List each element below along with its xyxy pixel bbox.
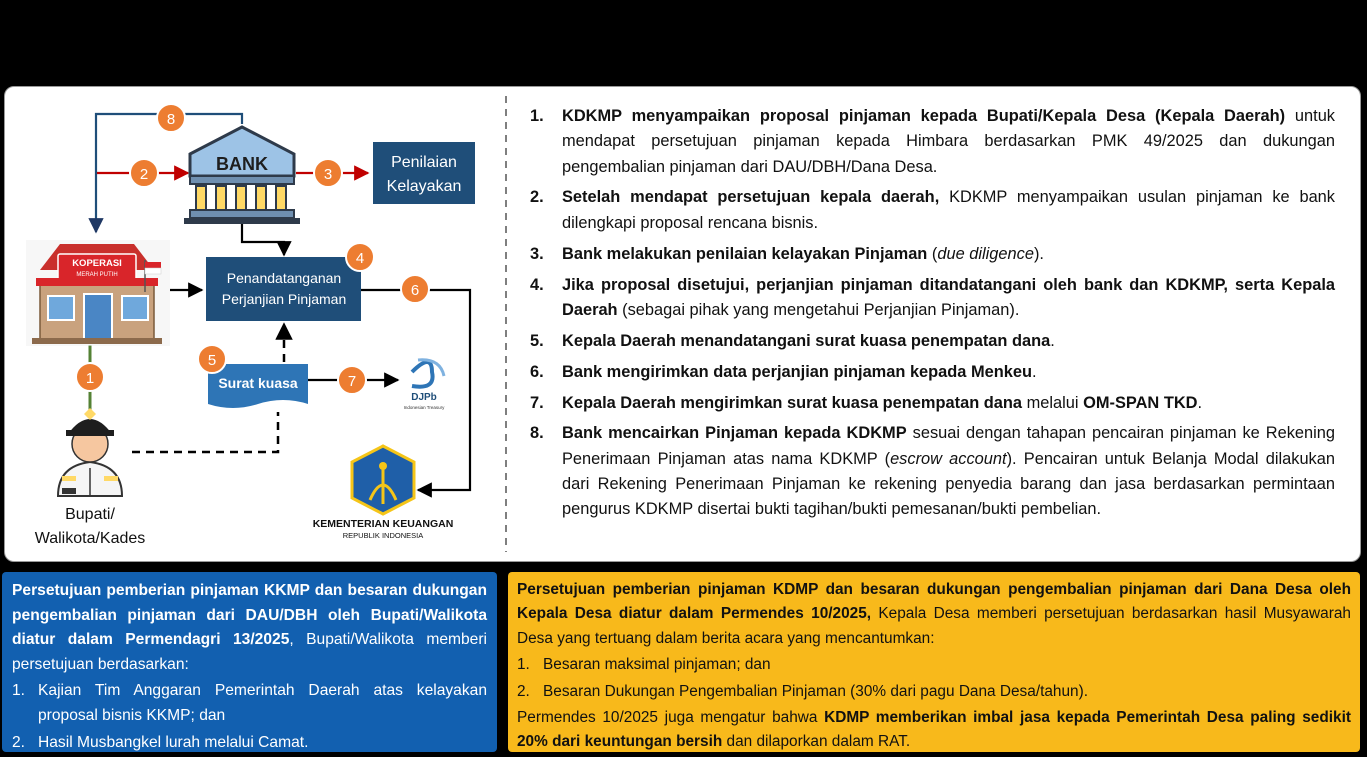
arrow-bank-perjanjian <box>240 224 292 257</box>
djpb-label: DJPb <box>411 392 437 403</box>
permendes-paragraph: Persetujuan pemberian pinjaman KDMP dan … <box>517 581 1351 647</box>
djpb-logo-icon <box>410 358 446 389</box>
badge-7-circle <box>337 365 367 395</box>
permendagri-list: 1.Kajian Tim Anggaran Pemerintah Daerah … <box>12 679 487 755</box>
bupati-avatar-icon <box>56 408 124 497</box>
surat-kuasa-label: Surat kuasa <box>218 375 298 391</box>
penilaian-line1: Penilaian <box>391 154 457 171</box>
penilaian-box <box>373 142 475 204</box>
step-1: 1.KDKMP menyampaikan proposal pinjaman k… <box>530 107 1336 176</box>
kemenkeu-line2: REPUBLIK INDONESIA <box>343 531 423 540</box>
badges-group: 8 2 3 4 6 5 7 1 <box>75 103 430 395</box>
step-8: 8.Bank mencairkan Pinjaman kepada KDKMP … <box>530 424 1336 519</box>
badge-1-circle <box>75 362 105 392</box>
djpb-sub: Indonesian Treasury <box>404 405 446 410</box>
badge-6-circle <box>400 274 430 304</box>
badge-6: 6 <box>411 282 419 299</box>
permendes-item-1: 1.Besaran maksimal pinjaman; dan <box>517 656 771 674</box>
permendes-item-2: 2.Besaran Dukungan Pengembalian Pinjaman… <box>517 682 1089 700</box>
koperasi-store-icon <box>26 240 170 346</box>
badge-4: 4 <box>356 250 364 267</box>
koperasi-sign-line1: KOPERASI <box>72 258 122 269</box>
step-7: 7.Kepala Daerah mengirimkan surat kuasa … <box>530 393 1203 412</box>
badge-8-circle <box>156 103 186 133</box>
badge-5: 5 <box>208 352 216 369</box>
permendagri-item-2: 2.Hasil Musbangkel lurah melalui Camat. <box>12 733 309 751</box>
permendagri-info-box: Persetujuan pemberian pinjaman KKMP dan … <box>2 572 497 752</box>
kemenkeu-line1: KEMENTERIAN KEUANGAN <box>313 518 454 530</box>
step-3: 3.Bank melakukan penilaian kelayakan Pin… <box>530 244 1044 263</box>
step-4: 4.Jika proposal disetujui, perjanjian pi… <box>530 275 1335 319</box>
badge-4-circle <box>345 242 375 272</box>
kemenkeu-emblem-icon <box>350 444 416 516</box>
steps-list: 1.KDKMP menyampaikan proposal pinjaman k… <box>530 104 1335 528</box>
bank-icon <box>184 125 300 224</box>
step-6: 6.Bank mengirimkan data perjanjian pinja… <box>530 362 1037 381</box>
bupati-line2: Walikota/Kades <box>35 530 146 547</box>
dashed-bupati-surat <box>132 412 280 454</box>
permendes-footer: Permendes 10/2025 juga mengatur bahwa KD… <box>517 709 1351 751</box>
badge-8: 8 <box>167 111 175 128</box>
perjanjian-line1: Penandatanganan <box>227 270 341 286</box>
badge-2: 2 <box>140 166 148 183</box>
permendagri-item-1: 1.Kajian Tim Anggaran Pemerintah Daerah … <box>12 682 487 724</box>
badge-1: 1 <box>86 370 94 387</box>
badge-7: 7 <box>348 373 356 390</box>
koperasi-sign-line2: MERAH PUTIH <box>76 272 117 278</box>
perjanjian-line2: Perjanjian Pinjaman <box>222 291 347 307</box>
step-2: 2.Setelah mendapat persetujuan kepala da… <box>530 188 1335 232</box>
surat-kuasa-shape <box>208 364 308 408</box>
badge-3-circle <box>313 158 343 188</box>
badge-5-circle <box>197 344 227 374</box>
badge-3: 3 <box>324 166 332 183</box>
penilaian-line2: Kelayakan <box>387 178 462 195</box>
permendagri-paragraph: Persetujuan pemberian pinjaman KKMP dan … <box>12 582 487 673</box>
step-5: 5.Kepala Daerah menandatangani surat kua… <box>530 331 1055 350</box>
bupati-line1: Bupati/ <box>65 506 115 523</box>
bank-label: BANK <box>216 154 268 174</box>
perjanjian-box <box>206 257 361 321</box>
permendes-list: 1.Besaran maksimal pinjaman; dan 2.Besar… <box>517 653 1351 704</box>
badge-2-circle <box>129 158 159 188</box>
permendes-info-box: Persetujuan pemberian pinjaman KDMP dan … <box>508 572 1360 752</box>
